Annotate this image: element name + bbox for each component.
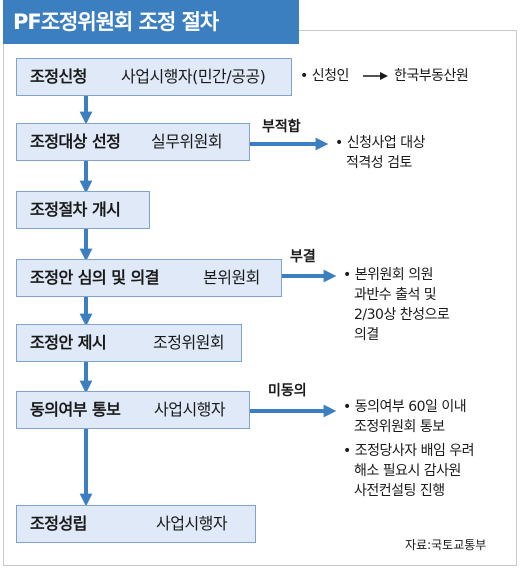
branch-label-disagree: 미동의: [268, 383, 307, 399]
note-line: 2/30상 찬성으로: [354, 307, 450, 323]
step-actor: 사업시행자(민간/공공): [121, 67, 266, 86]
note-line: 신청사업 대상: [346, 135, 426, 151]
step-settle: 조정성립 사업시행자: [16, 505, 256, 543]
step-apply: 조정신청 사업시행자(민간/공공): [16, 58, 292, 96]
step-actor: 본위원회: [203, 268, 260, 287]
bullet: •: [300, 68, 308, 84]
step-name: 조정안 제시: [30, 333, 107, 352]
branch-note-rejected: • 본위원회 의원 과반수 출석 및 2/30상 찬성으로 의결: [343, 265, 450, 345]
apply-note-to: 한국부동산원: [394, 68, 469, 84]
note-line: 의결: [354, 327, 379, 343]
step-name: 조정신청: [30, 67, 87, 86]
source-credit: 자료:국토교통부: [405, 538, 487, 552]
note-line: 조정위원회 통보: [354, 419, 445, 435]
step-actor: 실무위원회: [151, 132, 223, 151]
step-name: 조정성립: [30, 514, 87, 533]
bullet: •: [343, 267, 351, 283]
step-deliberate: 조정안 심의 및 의결 본위원회: [16, 259, 282, 297]
note-line: 과반수 출석 및: [354, 287, 437, 303]
step-name: 조정절차 개시: [30, 200, 121, 219]
apply-note-from: • 신청인: [300, 66, 349, 86]
step-actor: 사업시행자: [156, 514, 228, 533]
apply-note-arrowhead: [380, 72, 388, 80]
step-name: 동의여부 통보: [30, 400, 121, 419]
bullet: •: [343, 399, 351, 415]
note-line: 동의여부 60일 이내: [354, 399, 467, 415]
branch-note-unsuitable: • 신청사업 대상 적격성 검토: [335, 133, 425, 173]
branch-note-disagree-2: • 조정당사자 배임 우려 해소 필요시 감사원 사전컨설팅 진행: [343, 441, 475, 501]
step-start: 조정절차 개시: [16, 191, 150, 229]
branch-label-rejected: 부결: [290, 249, 316, 265]
note-line: 적격성 검토: [346, 155, 412, 171]
bullet: •: [335, 135, 343, 151]
branch-note-disagree-1: • 동의여부 60일 이내 조정위원회 통보: [343, 397, 467, 437]
step-notify: 동의여부 통보 사업시행자: [16, 391, 250, 429]
note-line: 조정당사자 배임 우려: [354, 443, 475, 459]
step-actor: 조정위원회: [153, 333, 225, 352]
step-name: 조정안 심의 및 의결: [30, 268, 159, 287]
note-line: 해소 필요시 감사원: [354, 463, 461, 479]
branch-label-unsuitable: 부적합: [262, 119, 301, 135]
note-line: 사전컨설팅 진행: [354, 483, 445, 499]
step-select: 조정대상 선정 실무위원회: [16, 123, 250, 161]
step-present: 조정안 제시 조정위원회: [16, 324, 242, 362]
step-actor: 사업시행자: [154, 400, 226, 419]
note-line: 본위원회 의원: [354, 267, 434, 283]
bullet: •: [343, 443, 351, 459]
step-name: 조정대상 선정: [30, 132, 121, 151]
apply-note-from-text: 신청인: [311, 68, 350, 84]
diagram-title: PF조정위원회 조정 절차: [3, 0, 299, 44]
